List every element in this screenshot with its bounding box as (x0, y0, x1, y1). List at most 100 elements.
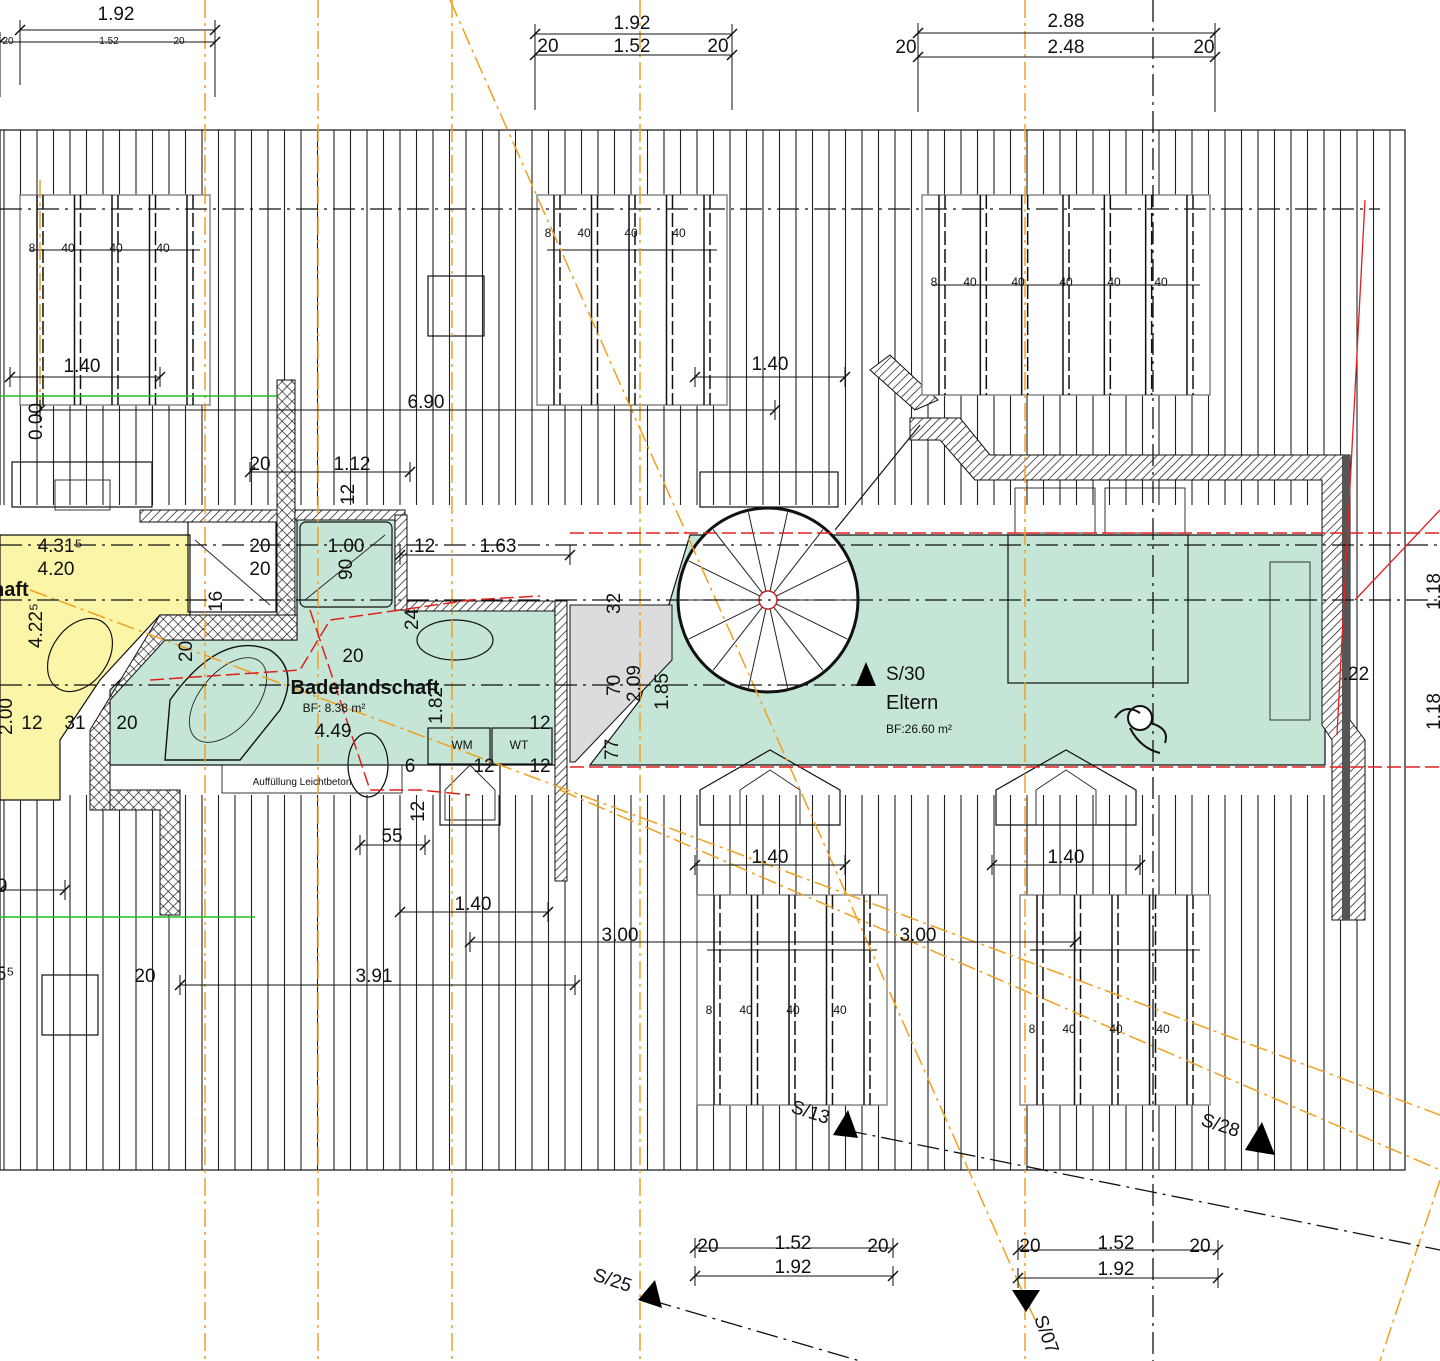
dimension-mark (0, 36, 6, 44)
dimension-mark (394, 549, 406, 561)
room-area-bad: BF: 8.38 m² (303, 701, 366, 715)
stair-tread (775, 603, 848, 640)
dimension-mark (887, 1270, 899, 1282)
dim-label: 1.92 (1098, 1259, 1135, 1280)
dimension-mark (0, 884, 6, 892)
dimension-mark (1212, 1272, 1224, 1284)
stair-landing (569, 604, 673, 763)
dimension-mark (59, 884, 71, 896)
dim-label: 1.00 (328, 536, 365, 557)
dim-label: 40 (739, 1003, 753, 1017)
dimension-mark (14, 24, 26, 36)
room-area-eltern: BF:26.60 m² (886, 722, 952, 736)
dim-label: 1.52 (1098, 1233, 1135, 1254)
dim-label: 40 (624, 226, 638, 240)
stair-tread (773, 529, 824, 594)
dim-label: 1.92 (98, 4, 135, 25)
dim-label: 2.00 (0, 698, 17, 735)
dim-label: 20 (895, 37, 916, 58)
dim-label: 1.85 (652, 673, 673, 710)
dimension-mark (404, 466, 416, 478)
roof-window (19, 194, 211, 406)
dim-label: 4.49 (315, 721, 352, 742)
roof-windows (19, 194, 1211, 1106)
label-wm: WM (451, 738, 472, 752)
dim-label: 20 (249, 454, 270, 475)
dim-label: .12 (409, 536, 435, 557)
wall-bad-right-top (394, 514, 408, 611)
dim-label: 1.92 (614, 13, 651, 34)
roof-hatch (427, 275, 485, 337)
dim-label: 40 (1156, 1022, 1170, 1036)
dim-label: 20 (537, 36, 558, 57)
dim-label: 40 (1062, 1022, 1076, 1036)
wall-outer-dark (1342, 455, 1350, 920)
toilet-left (46, 617, 114, 693)
red-lines (149, 199, 1440, 796)
dim-label: 20 (2, 36, 14, 47)
dim-label: 5⁵ (0, 964, 14, 985)
dim-label: 2.48 (1048, 37, 1085, 58)
dim-label: 2.09 (624, 665, 645, 702)
dormer-niche-2 (995, 749, 1137, 826)
dimension-mark (34, 404, 46, 416)
dimension-mark (209, 24, 221, 36)
stair-tread (688, 560, 761, 597)
dim-label: 1.40 (752, 354, 789, 375)
dimension-mark (1212, 1244, 1224, 1256)
washbasin (416, 619, 494, 661)
dim-label: 20 (342, 646, 363, 667)
dim-label: 40 (156, 241, 170, 255)
dim-label: 24 (402, 608, 423, 630)
section-label-s30: S/30 (886, 664, 925, 685)
dimension-mark (564, 549, 576, 561)
dimension-mark (394, 906, 406, 918)
dim-label: 1.12 (334, 454, 371, 475)
dim-label: 2.88 (1048, 11, 1085, 32)
dim-label: 40 (109, 241, 123, 255)
dimension-mark (912, 27, 924, 39)
dim-label: 12 (529, 713, 550, 734)
label-wt: WT (510, 738, 529, 752)
dim-label: 77 (602, 739, 623, 760)
dimension-labels: 1.40 1.40 6.90 0.00 20 1.12 12 4.31⁵ 4.2… (0, 354, 1440, 987)
dimension-mark (1209, 51, 1221, 63)
dimension-mark (244, 466, 256, 478)
shower-bad (299, 521, 393, 608)
room-name-eltern: Eltern (886, 692, 938, 714)
dimension-mark (154, 371, 166, 383)
sofa (1269, 561, 1311, 721)
wall-bad-bottom (109, 789, 181, 916)
dimension-mark (542, 906, 554, 918)
dim-label: 4.31⁵ (38, 536, 83, 557)
dim-label: 6.90 (408, 392, 445, 413)
dim-label: 8 (931, 275, 938, 289)
dimension-mark (464, 936, 476, 948)
dim-label: 90 (336, 559, 357, 580)
dim-label: 20 (173, 36, 185, 47)
dim-label: .22 (1343, 664, 1369, 685)
stair-tread (769, 512, 789, 592)
washing-machine (427, 727, 491, 765)
yellow-niche (54, 479, 111, 511)
dim-label: 4.20 (38, 559, 75, 580)
dim-label: 1.40 (455, 894, 492, 915)
section-arrow-s28 (1245, 1122, 1275, 1155)
dimension-mark (1012, 1272, 1024, 1284)
dim-label: 40 (833, 1003, 847, 1017)
bed (1007, 534, 1189, 684)
bottom-niche-glass (444, 764, 496, 821)
dim-label: 40 (672, 226, 686, 240)
section-label-s07: S/07 (1029, 1313, 1062, 1357)
roof-window (1019, 894, 1211, 1106)
wall-chimney (276, 379, 296, 641)
dim-label: 32 (604, 593, 625, 614)
dim-label: 4.22⁵ (26, 603, 47, 648)
stair-tread (773, 606, 824, 671)
room-name-bad: Badelandschaft (291, 677, 440, 699)
dim-label: 40 (1107, 275, 1121, 289)
stair-tread (712, 529, 763, 594)
roof-outline (0, 129, 1406, 1171)
dimension-mark (529, 28, 541, 40)
